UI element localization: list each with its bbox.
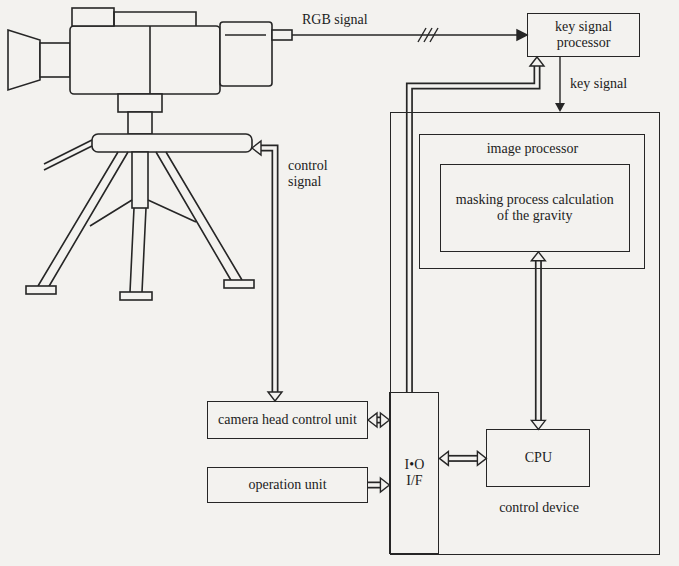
control-signal-line: [252, 141, 282, 401]
node-text: key signal processor: [538, 19, 630, 51]
connector: [538, 261, 539, 421]
connector: [448, 458, 477, 459]
tripod: [90, 200, 196, 226]
pan-head: [118, 94, 162, 112]
rgb-signal-line: [292, 34, 518, 35]
connector-inner: [448, 457, 477, 461]
tripod: [224, 280, 254, 288]
connector-line: [559, 57, 560, 103]
control-signal-line: [252, 141, 261, 155]
camera-body: [114, 12, 196, 26]
signal-label: RGB signal: [300, 12, 370, 28]
signal-label: control signal: [286, 158, 348, 190]
connector: [560, 57, 561, 103]
tripod: [26, 152, 254, 300]
node-text: control device: [499, 500, 579, 516]
connector-head: [538, 261, 539, 421]
process-box: masking process calculation of the gravi…: [440, 164, 630, 252]
tripod: [38, 152, 128, 288]
node-text: image processor: [487, 141, 578, 157]
unit-box: camera head control unit: [207, 401, 368, 439]
cpu-box: CPU: [486, 429, 590, 487]
connector-head: [409, 66, 537, 392]
camera-body: [149, 26, 151, 94]
pan-head: [44, 146, 92, 170]
node-text: operation unit: [248, 477, 326, 493]
tripod: [130, 208, 146, 292]
connector-head: [448, 458, 477, 459]
node-text: CPU: [525, 450, 552, 466]
connector-inner: [368, 483, 380, 487]
control-signal-line: [268, 392, 282, 401]
control-signal-line: [261, 148, 275, 392]
node-text: masking process calculation of the gravi…: [449, 192, 621, 224]
tripod: [132, 152, 148, 208]
pan-head: [92, 134, 252, 152]
camera-body: [8, 30, 40, 90]
rgb-signal-line: [517, 30, 527, 40]
pan-head: [128, 112, 152, 134]
connector-inner: [537, 261, 541, 421]
connector: [368, 485, 380, 486]
connector-outline: [448, 455, 477, 462]
connector-outline: [409, 66, 537, 392]
process-box: key signal processor: [527, 13, 640, 57]
camera-body: [70, 26, 220, 94]
tripod: [26, 286, 56, 294]
tripod: [120, 292, 152, 300]
connector: [377, 420, 380, 421]
camera-body: [220, 22, 272, 86]
camera-body: [40, 43, 70, 77]
device-box: control device image processor masking pro…: [390, 112, 660, 555]
node-text: I•O I/F: [399, 457, 429, 489]
tripod: [156, 152, 242, 282]
rgb-signal-line: [430, 28, 438, 42]
connector-head: [377, 420, 380, 421]
connector-outline: [377, 417, 380, 424]
camera-body: [272, 30, 292, 40]
connector-outline: [535, 261, 542, 421]
camera-body: [8, 8, 292, 94]
connector-head: [368, 485, 380, 486]
connector-outline: [368, 482, 380, 489]
interface-box: I•O I/F: [389, 392, 439, 554]
edge-label: key signal: [568, 76, 629, 92]
camera-body: [225, 34, 266, 36]
camera-body: [72, 8, 114, 26]
node-text: camera head control unit: [218, 412, 357, 428]
connector-inner: [377, 418, 380, 422]
unit-box: operation unit: [207, 467, 368, 503]
rgb-signal-line: [292, 28, 527, 42]
control-signal-line: [261, 148, 275, 392]
connector-inner: [409, 66, 537, 392]
pan-head: [44, 140, 92, 164]
connector: [409, 66, 537, 392]
processor-box: image processor masking process calculati…: [419, 134, 645, 269]
